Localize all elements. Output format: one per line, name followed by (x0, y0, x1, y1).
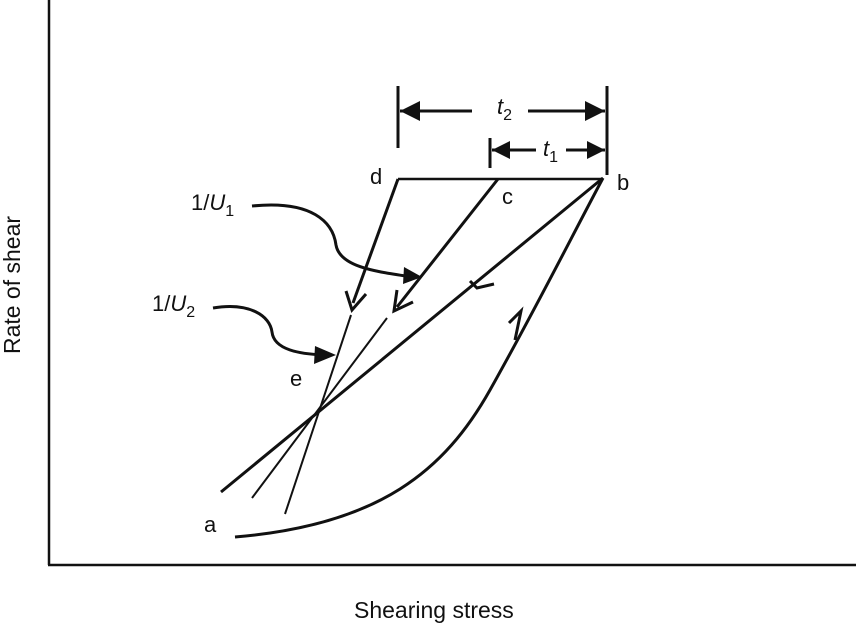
y-axis-label: Rate of shear (0, 215, 25, 355)
up-curve-a-to-b (234, 177, 605, 539)
t1-label: t1 (543, 136, 559, 166)
line-from-d-continuation (284, 314, 352, 515)
line-from-c (395, 178, 500, 308)
line-c-arrowhead (392, 289, 414, 314)
up-curve-arrowhead (507, 306, 524, 341)
t1-arrowhead-right (587, 141, 605, 159)
u2-pointer (212, 305, 325, 357)
t1-arrowhead-left (492, 141, 510, 159)
point-label-b: b (617, 170, 630, 195)
point-label-e: e (290, 366, 303, 391)
point-label-d: d (370, 164, 383, 189)
line-b-to-e (220, 176, 604, 494)
u1-pointer (251, 203, 413, 279)
u1-pointer-arrowhead (403, 267, 422, 284)
point-label-a: a (204, 512, 217, 537)
slope-label-u2: 1/U2 (152, 291, 196, 321)
line-from-d (351, 178, 400, 304)
x-axis-label: Shearing stress (354, 597, 514, 623)
point-label-c: c (502, 184, 513, 209)
line-d-arrowhead (344, 290, 368, 313)
line-b-arrowhead (468, 279, 495, 290)
slope-label-u1: 1/U1 (191, 190, 235, 220)
t2-label: t2 (497, 94, 513, 124)
t2-arrowhead-right (585, 101, 605, 121)
t2-arrowhead-left (400, 101, 420, 121)
u2-pointer-arrowhead (314, 346, 336, 364)
